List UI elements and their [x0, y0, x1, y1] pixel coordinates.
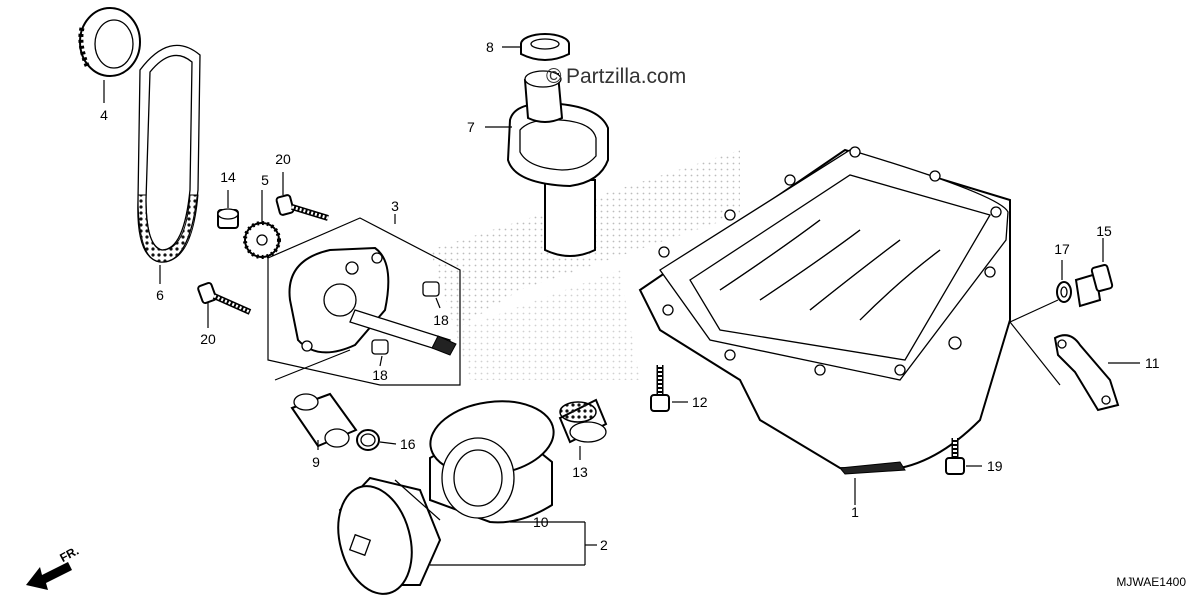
callout-18-upper[interactable]: 18 [433, 312, 449, 328]
watermark-copyright-icon: © [546, 65, 562, 88]
front-arrow-icon [26, 562, 72, 590]
bolt-12-part[interactable] [650, 365, 688, 412]
callout-9[interactable]: 9 [312, 454, 320, 470]
bolt-14-part[interactable] [217, 190, 239, 229]
callout-14[interactable]: 14 [220, 169, 236, 185]
washer-17-part[interactable] [1056, 260, 1072, 303]
callout-20-lower[interactable]: 20 [200, 331, 216, 347]
oil-filter-2-part[interactable] [327, 476, 597, 600]
callout-13[interactable]: 13 [572, 464, 588, 480]
callout-16[interactable]: 16 [400, 436, 416, 452]
oil-pan-1-part[interactable] [638, 146, 1011, 505]
callout-18-lower[interactable]: 18 [372, 367, 388, 383]
filter-boss-13-part[interactable] [558, 398, 608, 460]
callout-8[interactable]: 8 [486, 39, 494, 55]
callout-5[interactable]: 5 [261, 172, 269, 188]
callout-17[interactable]: 17 [1054, 241, 1070, 257]
o-ring-16-part[interactable] [356, 429, 397, 451]
callout-12[interactable]: 12 [692, 394, 708, 410]
callout-4[interactable]: 4 [100, 107, 108, 123]
cam-sprocket-part[interactable] [78, 7, 141, 103]
callout-1[interactable]: 1 [851, 504, 859, 520]
callout-6[interactable]: 6 [156, 287, 164, 303]
callout-20-upper[interactable]: 20 [275, 151, 291, 167]
front-direction-indicator: FR. [26, 544, 81, 590]
callout-15[interactable]: 15 [1096, 223, 1112, 239]
oil-filter-10-part[interactable] [426, 394, 585, 524]
cam-chain-part[interactable] [137, 44, 201, 284]
dowel-pin-18-leaders [379, 297, 441, 367]
bracket-11-part[interactable] [1053, 334, 1140, 412]
drain-bolt-15-part[interactable] [1074, 238, 1114, 308]
oil-pump-assembly-part[interactable] [267, 214, 461, 386]
seal-8-part[interactable] [502, 33, 570, 61]
pan-bracket-leaders [1009, 299, 1061, 386]
oil-pump-sprocket-part[interactable] [243, 190, 281, 259]
part-callouts: 1 2 3 4 5 6 7 8 9 10 11 12 13 14 15 16 1… [100, 39, 1160, 553]
bolt-19-part[interactable] [945, 438, 982, 475]
bolt-20-bottom-part[interactable] [197, 281, 252, 328]
watermark-text: Partzilla.com [566, 65, 686, 88]
bolt-20-top-part[interactable] [275, 172, 329, 221]
watermark: © Partzilla.com [546, 65, 686, 88]
front-direction-label: FR. [57, 544, 81, 565]
oil-strainer-7-part[interactable] [485, 70, 609, 257]
callout-3[interactable]: 3 [391, 198, 399, 214]
oil-pan-bolt-holes [658, 146, 1002, 376]
relief-valve-9-part[interactable] [274, 349, 358, 450]
diagram-code: MJWAE1400 [1116, 575, 1186, 589]
callout-7[interactable]: 7 [467, 119, 475, 135]
callout-2[interactable]: 2 [600, 537, 608, 553]
callout-10[interactable]: 10 [533, 514, 549, 530]
callout-11[interactable]: 11 [1145, 355, 1160, 371]
callout-19[interactable]: 19 [987, 458, 1003, 474]
